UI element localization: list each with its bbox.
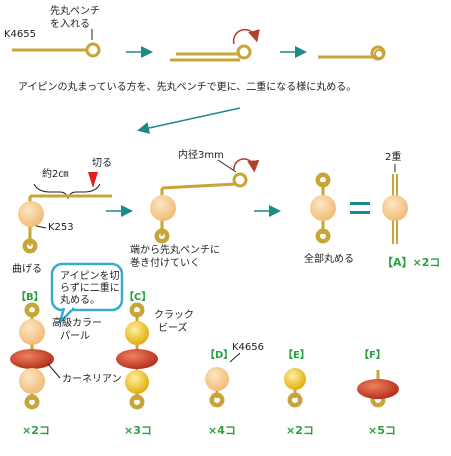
bead-code-k253: K253 xyxy=(48,222,74,233)
crack-bead xyxy=(125,370,149,394)
b-carnelian-label: カーネリアン xyxy=(62,373,122,385)
bend-label: 曲げる xyxy=(12,263,42,275)
step3-eyepin xyxy=(318,45,386,61)
plier-note-line2: を入れる xyxy=(50,18,90,30)
variant-f-label: 【F】 xyxy=(359,348,386,361)
note-bubble xyxy=(50,262,124,324)
d-code-pointer xyxy=(229,352,241,363)
cut-marker-icon xyxy=(88,172,98,188)
result-a-count: 【A】×2コ xyxy=(382,256,440,269)
cut-label: 切る xyxy=(92,157,112,169)
rounded-pin xyxy=(315,172,331,244)
bubble-line3: 丸める。 xyxy=(60,293,100,306)
variant-d-count: ×4コ xyxy=(208,424,236,437)
variant-d-label: 【D】 xyxy=(205,348,233,361)
next-row-arrow xyxy=(137,107,241,134)
plier-note-line1: 先丸ペンチ xyxy=(50,4,100,17)
double-label: 2重 xyxy=(385,150,401,163)
length-label: 約2㎝ xyxy=(42,167,68,180)
d-code-label: K4656 xyxy=(232,342,264,353)
variant-f-count: ×5コ xyxy=(368,424,396,437)
bubble-line2: らずに二重に xyxy=(60,281,120,294)
pearl-bead xyxy=(18,201,44,227)
c-crack-label1: クラック xyxy=(154,309,194,321)
carnelian-bead xyxy=(116,349,158,369)
variant-e-count: ×2コ xyxy=(286,424,314,437)
variant-c-count: ×3コ xyxy=(124,424,152,437)
wrap-note-line1: 端から先丸ペンチに xyxy=(130,243,220,256)
b-pearl-label2: パール xyxy=(60,330,90,342)
c-crack-label2: ビーズ xyxy=(158,321,188,334)
pearl-bead xyxy=(19,368,45,394)
b-pearl-label1: 高級カラー xyxy=(52,316,102,329)
step1-eyepin xyxy=(12,42,101,58)
round-all-label: 全部丸める xyxy=(304,252,354,265)
pearl-bead xyxy=(310,195,336,221)
part-code-k4655: K4655 xyxy=(4,29,36,40)
bubble-line1: アイピンを切 xyxy=(60,270,120,282)
variant-c-label: 【C】 xyxy=(124,290,151,303)
diameter-pointer xyxy=(217,159,237,173)
row1-instruction: アイピンの丸まっている方を、先丸ペンチで更に、二重になる様に丸める。 xyxy=(18,80,356,93)
crack-bead xyxy=(125,321,149,345)
variant-e-label: 【E】 xyxy=(283,348,310,361)
rotate-arrow-icon xyxy=(232,28,260,45)
bead-pointer xyxy=(35,225,47,229)
length-brace xyxy=(33,183,101,200)
wrap-note-line2: 巻き付けていく xyxy=(130,256,200,269)
variant-b-label: 【B】 xyxy=(16,290,44,303)
carnelian-pointer xyxy=(47,363,61,379)
pearl-bead xyxy=(382,195,408,221)
pearl-bead xyxy=(205,367,229,391)
carnelian-bead xyxy=(10,349,54,369)
variant-b-count: ×2コ xyxy=(22,424,50,437)
carnelian-bead xyxy=(357,379,399,399)
step2-eyepin xyxy=(170,44,252,62)
pearl-bead xyxy=(19,319,45,345)
crack-bead xyxy=(284,368,306,390)
pearl-bead xyxy=(150,195,176,221)
inner-diameter-label: 内径3mm xyxy=(178,148,224,161)
equals-sign xyxy=(350,202,370,214)
rotate-arrow-icon xyxy=(233,158,260,173)
